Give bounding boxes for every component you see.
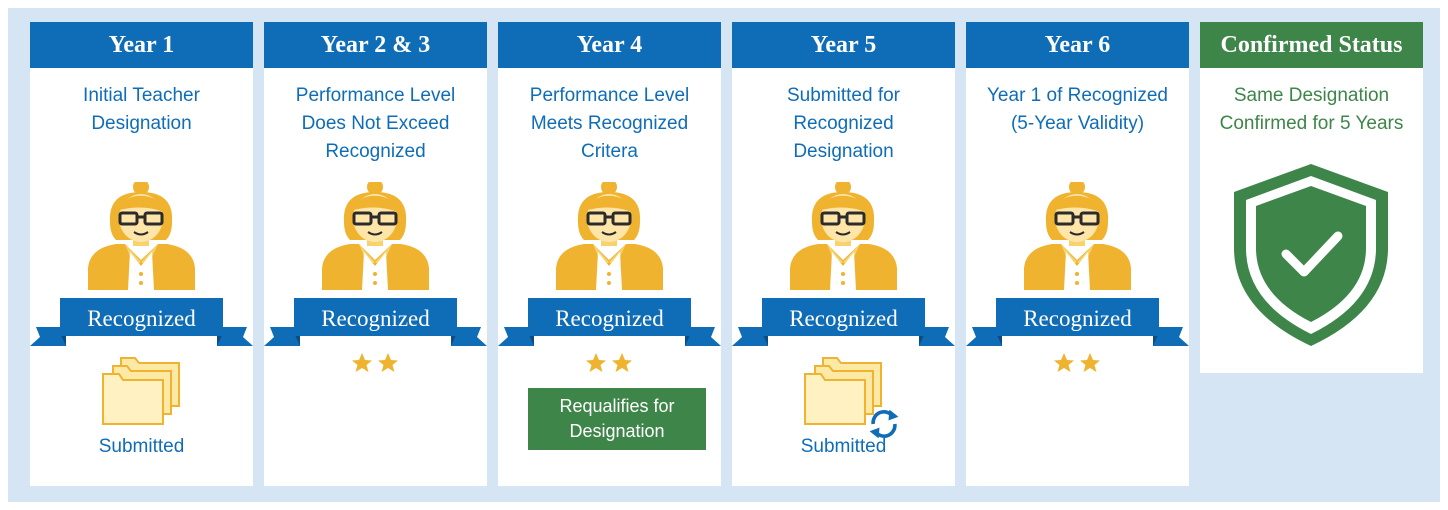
teacher-icon [264,182,487,290]
shield-check-icon [1230,160,1393,350]
card-title: Year 4 [498,22,721,68]
card-year-1: Year 1 Initial Teacher Designation Recog… [30,22,253,486]
card-confirmed-status: Confirmed Status Same Designation Confir… [1200,22,1423,373]
card-year-6: Year 6 Year 1 of Recognized (5-Year Vali… [966,22,1189,486]
designation-badge: Recognized [87,306,196,331]
card-description: Submitted for Recognized Designation [787,85,900,162]
teacher-icon [498,182,721,290]
card-year-4: Year 4 Performance Level Meets Recognize… [498,22,721,486]
card-title: Confirmed Status [1200,22,1423,68]
card-title: Year 1 [30,22,253,68]
star-icon [584,351,634,375]
card-description: Same Designation Confirmed for 5 Years [1219,85,1404,134]
card-title: Year 5 [732,22,955,68]
teacher-icon [732,182,955,290]
designation-badge: Recognized [321,306,430,331]
folder-label: Submitted [800,436,887,457]
requalifies-box: Requalifies for Designation [528,388,706,450]
card-year-5: Year 5 Submitted for Recognized Designat… [732,22,955,486]
card-title: Year 2 & 3 [264,22,487,68]
card-description: Initial Teacher Designation [83,85,200,134]
folder-label: Submitted [98,436,185,457]
designation-badge: Recognized [1023,306,1132,331]
card-description: Performance Level Meets Recognized Crite… [529,85,690,162]
star-icon [350,351,400,375]
card-description: Performance Level Does Not Exceed Recogn… [295,85,456,162]
folder-stack-icon [99,354,185,430]
designation-badge: Recognized [555,306,664,331]
card-year-2-3: Year 2 & 3 Performance Level Does Not Ex… [264,22,487,486]
teacher-icon [966,182,1189,290]
card-description: Year 1 of Recognized (5-Year Validity) [987,85,1168,134]
card-title: Year 6 [966,22,1189,68]
teacher-icon [30,182,253,290]
designation-badge: Recognized [789,306,898,331]
star-icon [1052,351,1102,375]
